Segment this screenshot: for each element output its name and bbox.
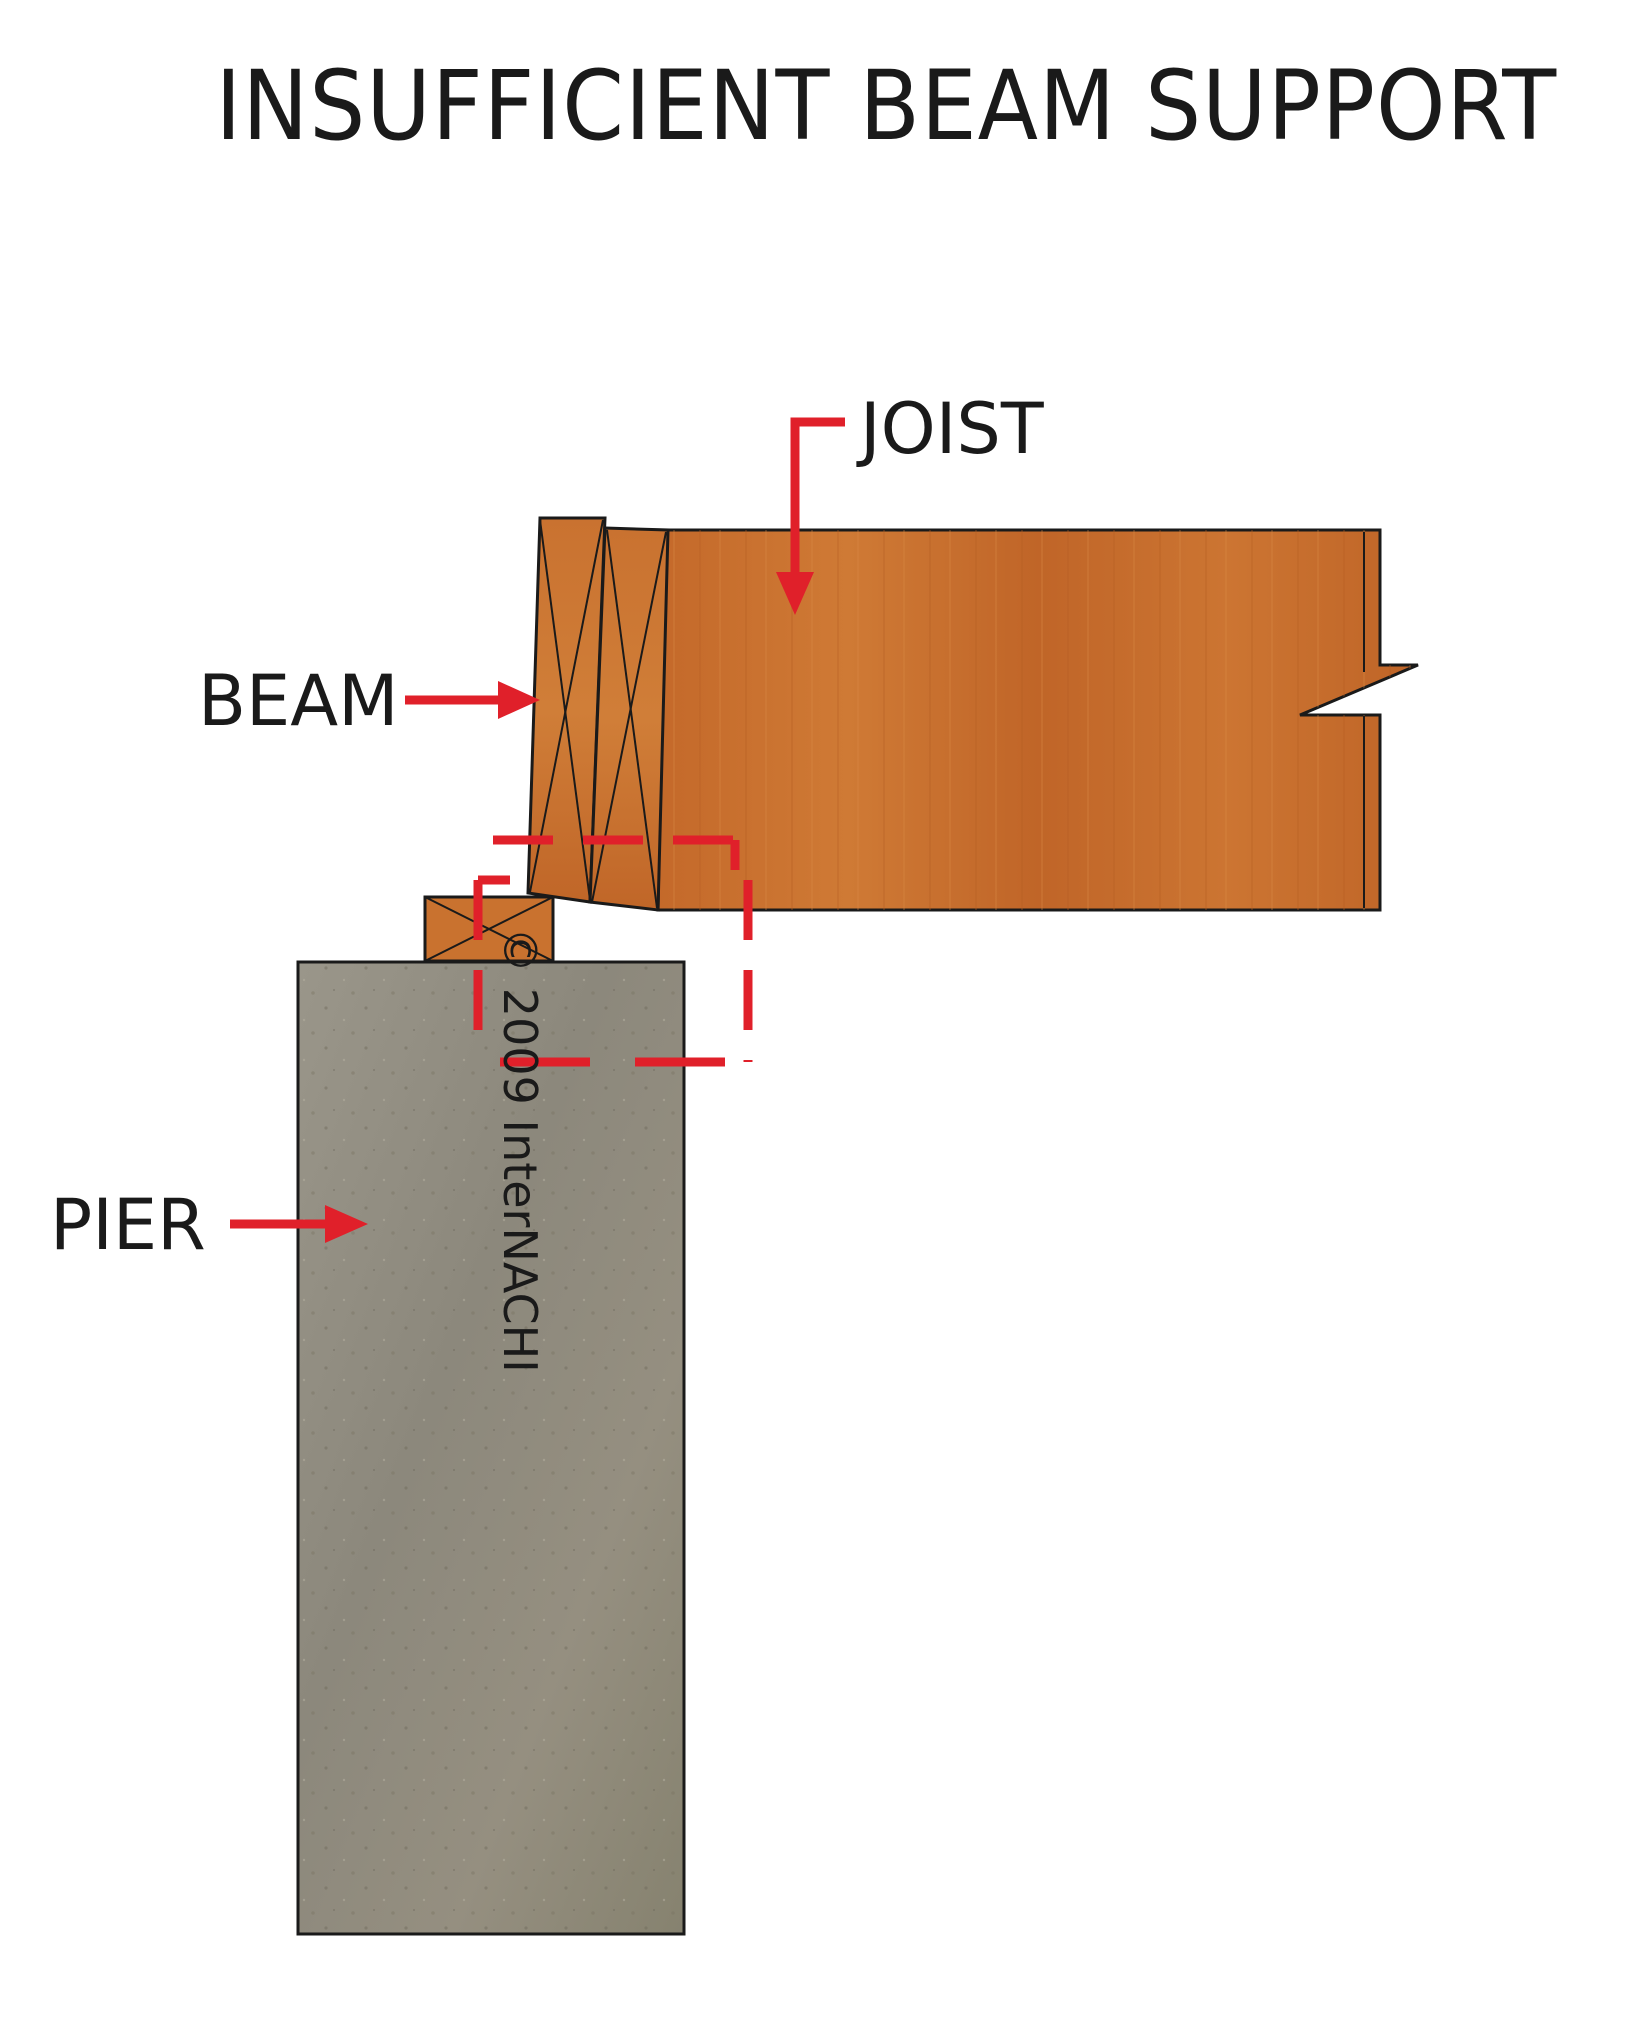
beam-member [526, 516, 670, 912]
problem-area-highlight [473, 835, 753, 1067]
diagram-title: INSUFFICIENT BEAM SUPPORT [215, 50, 1558, 162]
pier-member [296, 960, 686, 1936]
copyright-watermark: © 2009 InterNACHI [493, 927, 547, 1373]
beam-label: BEAM [198, 660, 399, 742]
pier-label: PIER [50, 1184, 206, 1266]
beam-arrow [405, 681, 540, 719]
support-block [423, 895, 555, 963]
joist-arrow [776, 417, 845, 615]
joist-member [656, 528, 1419, 912]
pier-arrow [230, 1205, 368, 1243]
joist-label: JOIST [860, 388, 1044, 470]
